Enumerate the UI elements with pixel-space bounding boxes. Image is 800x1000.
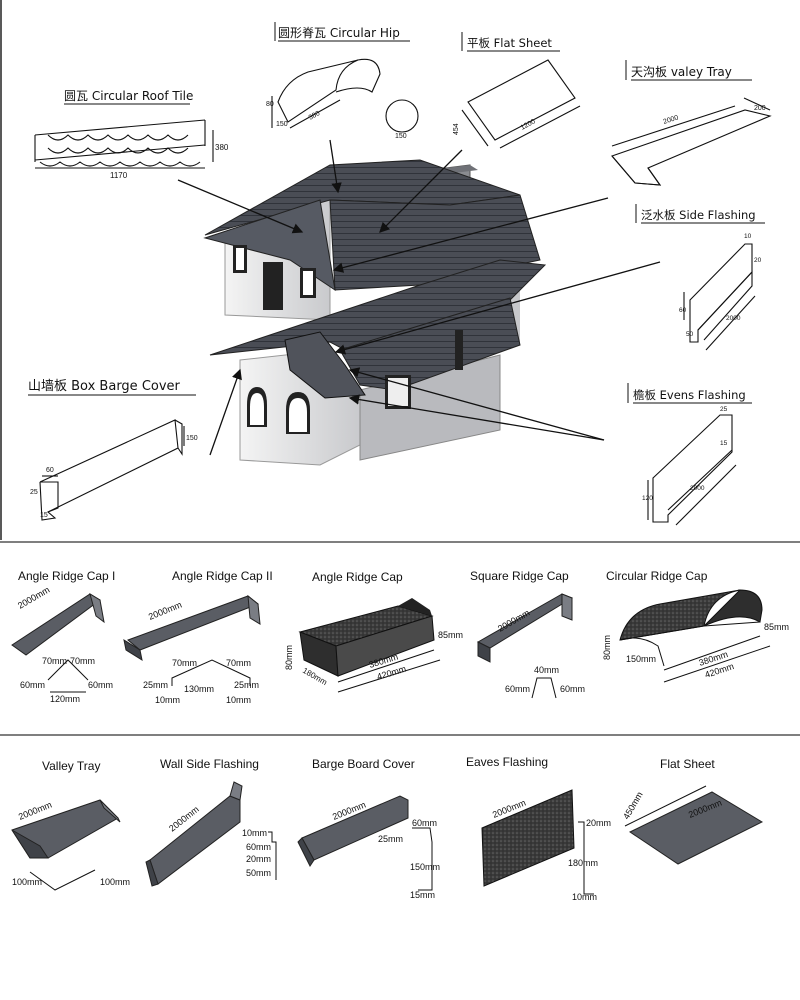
ridge-0-dim-1: 70mm	[42, 656, 67, 666]
side-flashing-title: 泛水板 Side Flashing	[641, 208, 756, 222]
ridge-4-dim-1: 80mm	[602, 635, 612, 660]
circular-roof-tile-drawing	[34, 119, 214, 169]
ridge-0-dim-5: 120mm	[50, 694, 80, 704]
house-illustration	[203, 159, 547, 466]
box-barge-cover-title: 山墙板 Box Barge Cover	[28, 379, 181, 394]
box-barge-cover-dim-4: 150	[186, 435, 198, 442]
ridge-row: Angle Ridge Cap I Angle Ridge Cap II Ang…	[11, 569, 789, 705]
ridge-0-dim-0: 2000mm	[16, 585, 51, 611]
ridge-title-1: Angle Ridge Cap II	[172, 569, 273, 583]
bottom-title-0: Valley Tray	[42, 759, 100, 773]
pointer-arrows	[177, 139, 661, 456]
ridge-0-dim-4: 60mm	[88, 680, 113, 690]
box-barge-cover-dim-3: 15	[40, 512, 48, 519]
bottom-0-dim-1: 100mm	[12, 877, 42, 887]
bottom-0-dim-2: 100mm	[100, 877, 130, 887]
valley-tray-title: 天沟板 valey Tray	[631, 65, 732, 79]
ridge-1-dim-7: 10mm	[226, 695, 251, 705]
ridge-title-2: Angle Ridge Cap	[312, 570, 403, 584]
box-barge-cover-dim-2: 25	[30, 489, 38, 496]
bottom-4-dim-0: 450mm	[621, 790, 645, 821]
valley-tray-drawing	[611, 97, 772, 186]
valley-tray-dim-2: 200	[754, 105, 766, 112]
circular-roof-tile-dim-1: 380	[215, 143, 229, 152]
evens-flashing-dim-4: 2000	[690, 485, 705, 492]
box-barge-cover-drawing	[39, 419, 185, 521]
bottom-title-4: Flat Sheet	[660, 757, 715, 771]
ridge-1-dim-4: 130mm	[184, 684, 214, 694]
circular-hip-drawing	[271, 58, 419, 133]
ridge-2-dim-0: 85mm	[438, 630, 463, 640]
evens-flashing-dim-2: 15	[720, 440, 728, 447]
ridge-1-dim-1: 70mm	[172, 658, 197, 668]
circular-roof-tile-title: 圆瓦 Circular Roof Tile	[64, 89, 193, 103]
side-flashing-dim-1: 10	[744, 233, 752, 240]
top-labels: 圆瓦 Circular Roof Tile 380 1170 圆形脊瓦 Circ…	[28, 22, 766, 519]
bottom-3-dim-2: 180mm	[568, 858, 598, 868]
bottom-2-dim-3: 150mm	[410, 862, 440, 872]
bottom-title-1: Wall Side Flashing	[160, 757, 259, 771]
side-flashing-dim-2: 20	[754, 257, 762, 264]
ridge-1-dim-5: 25mm	[234, 680, 259, 690]
bottom-row: Valley Tray Wall Side Flashing Barge Boa…	[11, 755, 764, 902]
ridge-3-dim-3: 60mm	[560, 684, 585, 694]
ridge-3-dim-1: 40mm	[534, 665, 559, 675]
flat-sheet-title: 平板 Flat Sheet	[467, 36, 552, 50]
bottom-1-dim-2: 60mm	[246, 842, 271, 852]
side-flashing-dim-5: 2000	[726, 315, 741, 322]
side-flashing-dim-4: 50	[686, 331, 694, 338]
ridge-3-dim-2: 60mm	[505, 684, 530, 694]
bottom-1-dim-1: 10mm	[242, 828, 267, 838]
valley-tray-dim-1: 2000	[662, 114, 679, 126]
ridge-title-4: Circular Ridge Cap	[606, 569, 708, 583]
ridge-0-dim-3: 60mm	[20, 680, 45, 690]
ridge-2-dim-1: 80mm	[284, 645, 294, 670]
circular-hip-dim-3: 380	[308, 110, 322, 122]
ridge-title-0: Angle Ridge Cap I	[18, 569, 115, 583]
ridge-4-dim-2: 150mm	[626, 654, 656, 664]
evens-flashing-drawing	[647, 414, 737, 526]
flat-sheet-dim-1: 454	[453, 123, 460, 135]
bottom-2-dim-4: 15mm	[410, 890, 435, 900]
ridge-1-dim-0: 2000mm	[147, 599, 183, 621]
circular-hip-dim-2: 150	[276, 121, 288, 128]
bottom-3-dim-3: 10mm	[572, 892, 597, 902]
circular-hip-dim-1: 80	[266, 101, 274, 108]
bottom-2-dim-1: 60mm	[412, 818, 437, 828]
bottom-title-3: Eaves Flashing	[466, 755, 548, 769]
bottom-1-dim-3: 20mm	[246, 854, 271, 864]
ridge-0-dim-2: 70mm	[70, 656, 95, 666]
flat-sheet-drawing	[461, 59, 581, 149]
side-flashing-drawing	[683, 243, 756, 351]
bottom-title-2: Barge Board Cover	[312, 757, 415, 771]
ridge-4-dim-0: 85mm	[764, 622, 789, 632]
evens-flashing-dim-3: 120	[642, 495, 653, 502]
bottom-2-dim-2: 25mm	[378, 834, 403, 844]
ridge-1-dim-6: 10mm	[155, 695, 180, 705]
circular-roof-tile-dim-2: 1170	[110, 171, 128, 180]
box-barge-cover-dim-1: 60	[46, 467, 54, 474]
side-flashing-dim-3: 60	[679, 307, 687, 314]
ridge-title-3: Square Ridge Cap	[470, 569, 569, 583]
evens-flashing-title: 檐板 Evens Flashing	[633, 388, 746, 402]
evens-flashing-dim-1: 25	[720, 406, 728, 413]
ridge-1-dim-2: 70mm	[226, 658, 251, 668]
circular-hip-dim-4: 150	[395, 133, 407, 140]
bottom-3-dim-1: 20mm	[586, 818, 611, 828]
ridge-1-dim-3: 25mm	[143, 680, 168, 690]
top-drawings	[34, 58, 772, 526]
circular-hip-title: 圆形脊瓦 Circular Hip	[278, 26, 400, 40]
bottom-1-dim-4: 50mm	[246, 868, 271, 878]
